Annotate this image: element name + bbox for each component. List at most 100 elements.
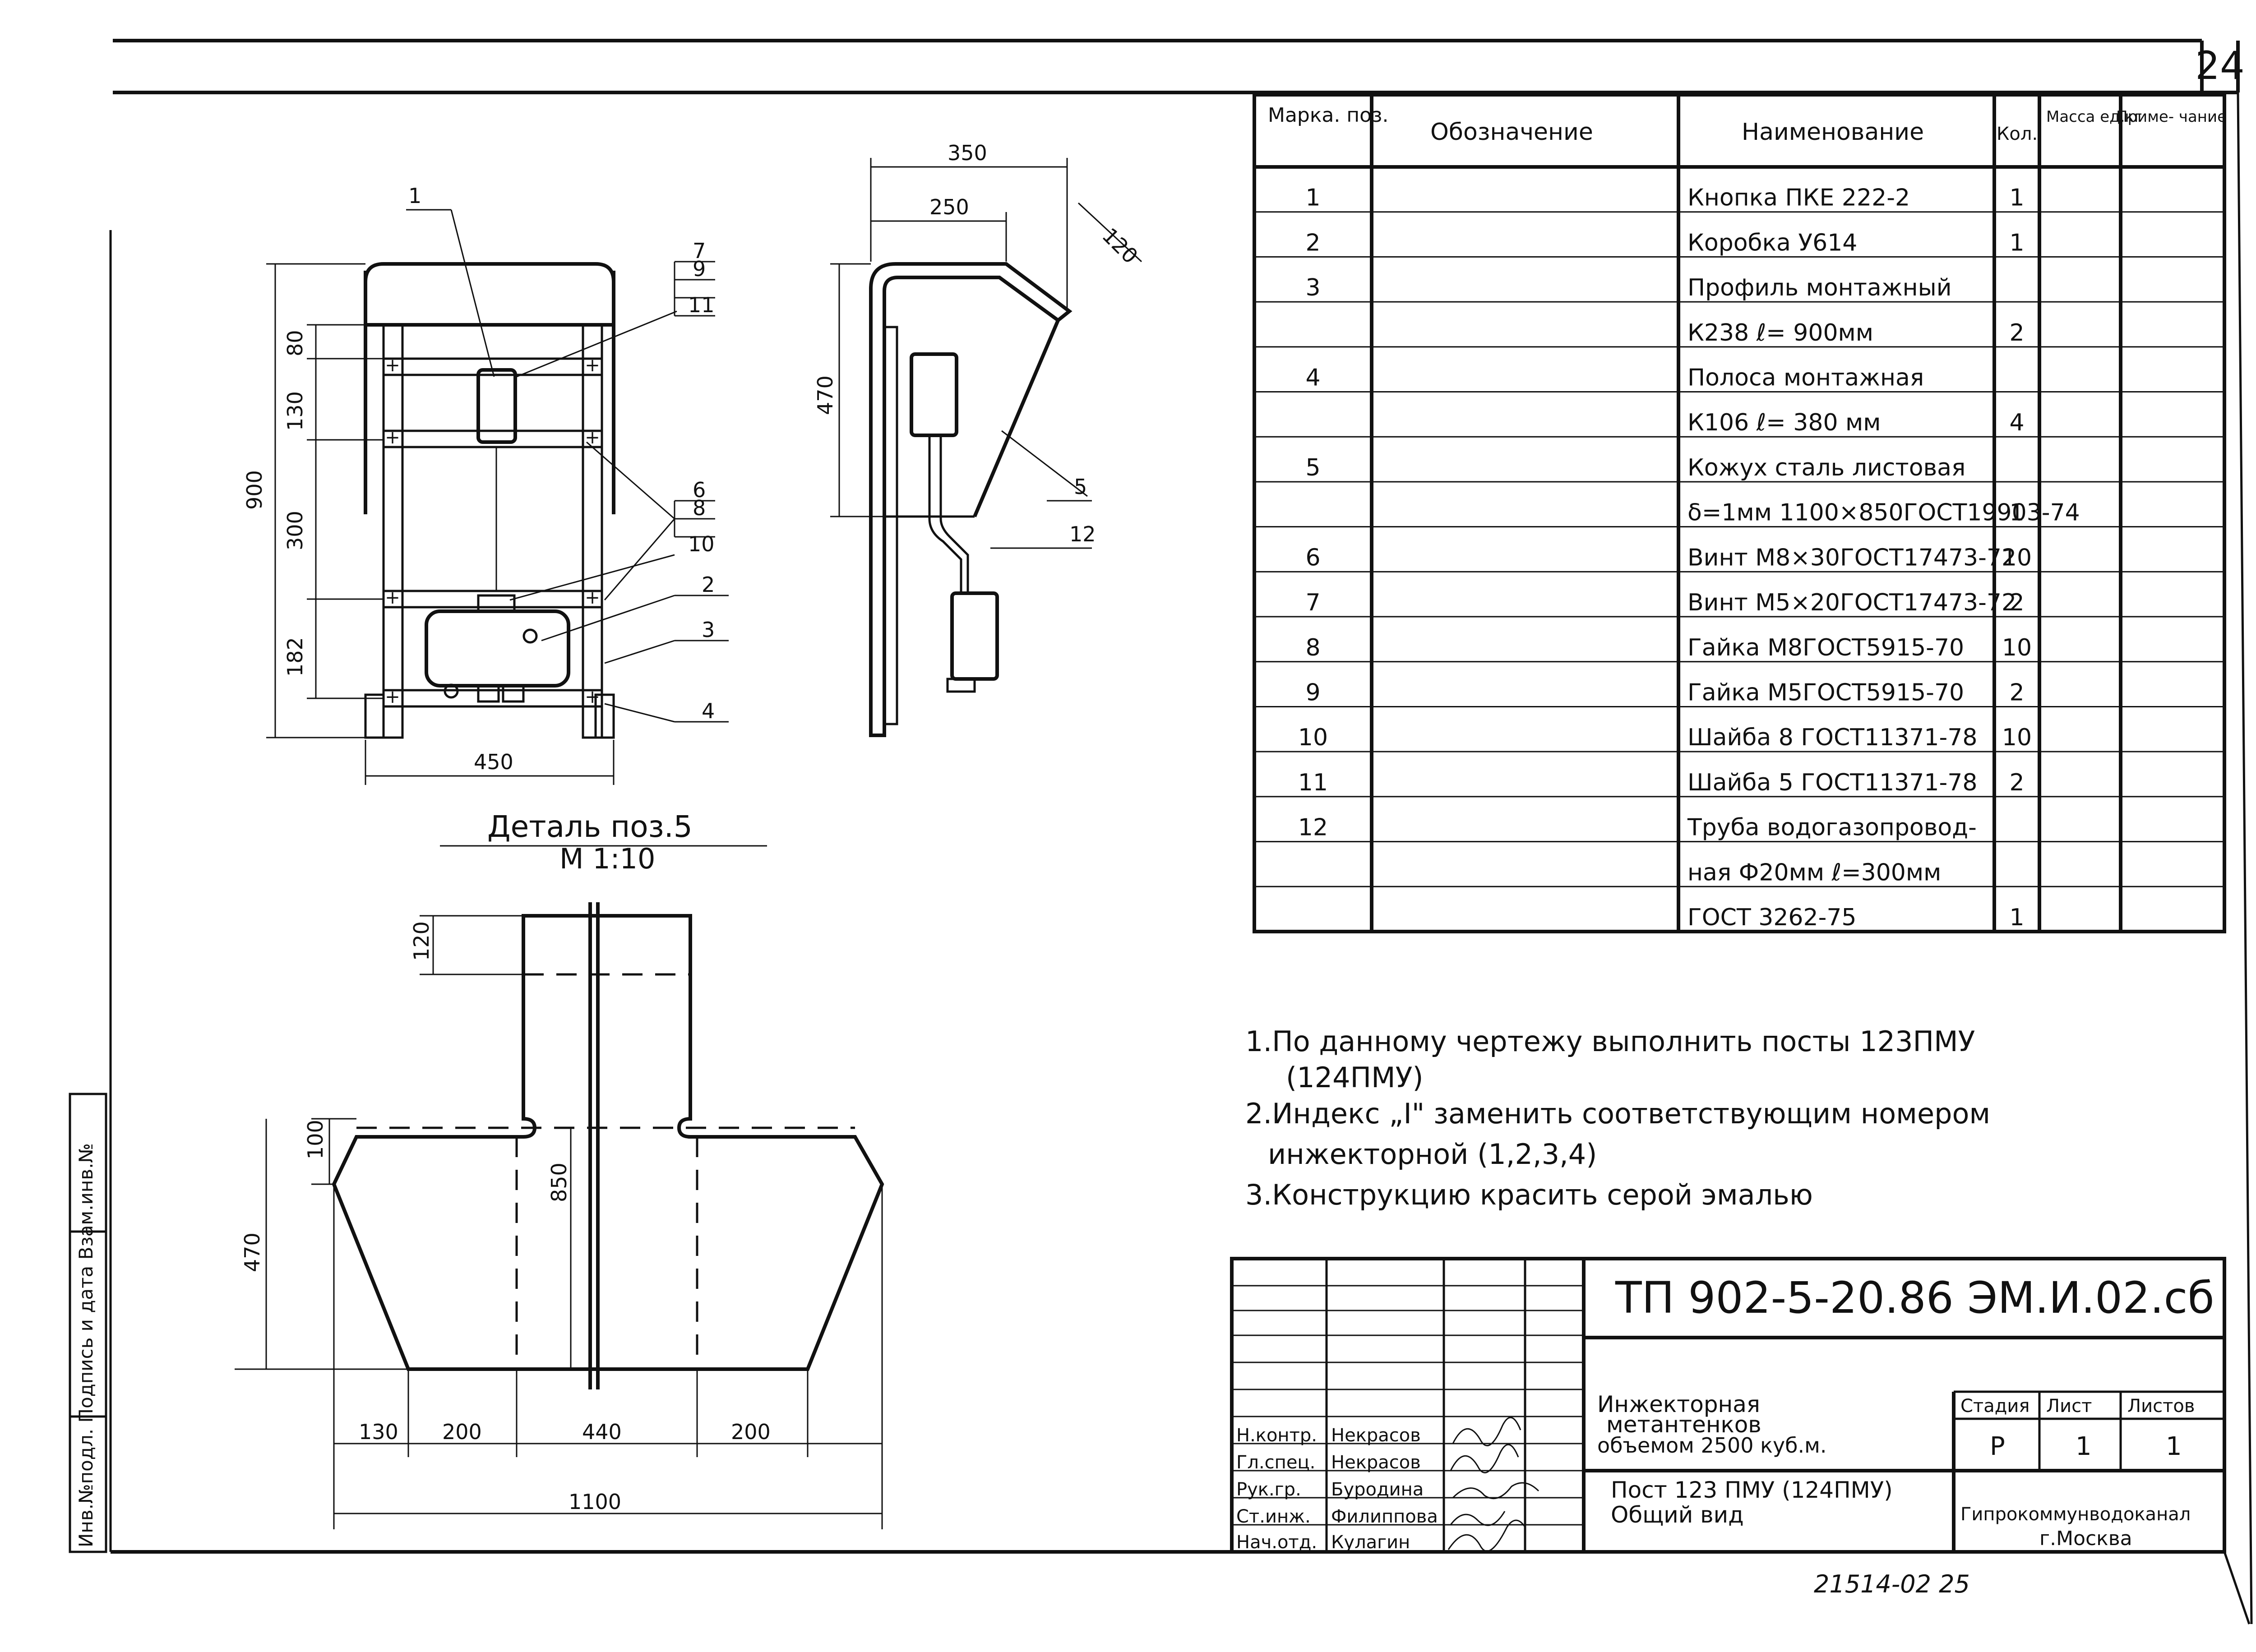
header-note: Приме- чание xyxy=(2116,108,2227,126)
sheet-number: 24 xyxy=(2195,43,2244,88)
callout-7: 7 xyxy=(693,239,706,263)
callout-11: 11 xyxy=(688,293,715,317)
sheet-title-1: Пост 123 ПМУ (124ПМУ) xyxy=(1611,1477,1893,1503)
detail-title: Деталь поз.5 xyxy=(487,809,693,844)
front-view: ++ ++ ++ ++ xyxy=(266,209,729,785)
row-qty: 4 xyxy=(2009,409,2024,436)
callout-2: 2 xyxy=(702,572,715,597)
detail-dim-200a: 200 xyxy=(442,1420,482,1444)
callout-12: 12 xyxy=(1069,522,1096,546)
dim-470-side: 470 xyxy=(813,375,837,415)
note-1b: (124ПМУ) xyxy=(1286,1061,1424,1094)
detail-dim-130: 130 xyxy=(359,1420,398,1444)
row-name: К238 ℓ= 900мм xyxy=(1687,319,1873,346)
detail-labels: Деталь поз.5 М 1:10 120 100 470 850 130 … xyxy=(240,809,771,1514)
row-pos: 5 xyxy=(1305,454,1320,481)
row-pos: 1 xyxy=(1305,185,1320,212)
dim-350: 350 xyxy=(948,141,987,165)
row-qty: 1 xyxy=(2009,185,2024,212)
stage-value: Р xyxy=(1990,1432,2005,1461)
row-name: Полоса монтажная xyxy=(1687,365,1924,392)
row-name: Шайба 5 ГОСТ11371-78 xyxy=(1687,769,1977,796)
row-qty: 10 xyxy=(2002,724,2032,751)
svg-text:+: + xyxy=(585,355,600,376)
svg-text:+: + xyxy=(585,587,600,608)
dim-80: 80 xyxy=(283,330,307,356)
header-qty: Кол. xyxy=(1997,124,2038,144)
callout-10: 10 xyxy=(688,532,715,556)
row-name: Кожух сталь листовая xyxy=(1687,454,1965,481)
note-1: 1.По данному чертежу выполнить посты 123… xyxy=(1245,1025,1975,1058)
front-view-labels: 80 130 300 182 900 450 1 7 9 11 6 8 10 2… xyxy=(242,184,715,774)
sig-role-4: Ст.инж. xyxy=(1236,1506,1311,1527)
row-qty: 2 xyxy=(2009,769,2024,796)
row-name: ная Ф20мм ℓ=300мм xyxy=(1687,859,1941,886)
svg-text:+: + xyxy=(585,687,600,707)
row-name: Труба водогазопровод- xyxy=(1687,814,1977,841)
row-qty: 1 xyxy=(2009,229,2024,256)
sig-role-5: Нач.отд. xyxy=(1236,1532,1317,1553)
note-2b: инжекторной (1,2,3,4) xyxy=(1268,1138,1597,1171)
dim-900: 900 xyxy=(242,470,267,510)
dim-120: 120 xyxy=(1097,223,1142,268)
sheet-title-2: Общий вид xyxy=(1611,1502,1744,1528)
side-stamp-label: Инв.№подл. Подпись и дата Взам.инв.№ xyxy=(75,1143,97,1547)
spec-table xyxy=(1253,93,2226,933)
callout-4: 4 xyxy=(702,699,715,723)
header-mass: Масса ед.кг xyxy=(2046,108,2142,126)
note-3: 3.Конструкцию красить серой эмалью xyxy=(1245,1178,1813,1211)
header-pos: Марка. поз. xyxy=(1268,104,1388,127)
callout-6: 6 xyxy=(693,478,706,502)
row-pos: 8 xyxy=(1305,634,1320,661)
row-name: Винт М8×30ГОСТ17473-72 xyxy=(1687,544,2016,571)
side-view xyxy=(830,158,1142,737)
row-pos: 7 xyxy=(1305,589,1320,616)
title-block-text: ТП 902-5-20.86 ЭМ.И.02.сб Инжекторная ме… xyxy=(1236,1273,2214,1553)
row-pos: 6 xyxy=(1305,544,1320,571)
project-line-2: метантенков xyxy=(1606,1412,1761,1438)
row-name: Профиль монтажный xyxy=(1687,274,1951,301)
row-qty: 1 xyxy=(2009,904,2024,931)
sheets-value: 1 xyxy=(2166,1432,2182,1461)
dim-450: 450 xyxy=(474,750,513,774)
drawing-code: ТП 902-5-20.86 ЭМ.И.02.сб xyxy=(1615,1273,2214,1323)
org-city: г.Москва xyxy=(2039,1527,2132,1550)
dim-250: 250 xyxy=(929,195,969,219)
sheets-header: Листов xyxy=(2127,1396,2195,1417)
sig-name-2: Некрасов xyxy=(1331,1452,1421,1473)
callout-5: 5 xyxy=(1074,475,1087,499)
row-pos: 11 xyxy=(1298,769,1328,796)
dim-182: 182 xyxy=(283,637,307,677)
header-name: Наименование xyxy=(1742,119,1924,146)
row-name: Гайка М8ГОСТ5915-70 xyxy=(1687,634,1964,661)
row-name: Винт М5×20ГОСТ17473-72 xyxy=(1687,589,2016,616)
row-name: Шайба 8 ГОСТ11371-78 xyxy=(1687,724,1977,751)
sig-role-2: Гл.спец. xyxy=(1236,1452,1315,1473)
row-pos: 3 xyxy=(1305,274,1320,301)
callout-9: 9 xyxy=(693,257,706,281)
dim-130: 130 xyxy=(283,391,307,431)
table-headers: Марка. поз. Обозначение Наименование Кол… xyxy=(1268,104,2227,146)
row-name: Гайка М5ГОСТ5915-70 xyxy=(1687,679,1964,706)
detail-dim-1100: 1100 xyxy=(569,1490,621,1514)
title-block xyxy=(1230,1257,2226,1554)
sig-name-3: Буродина xyxy=(1331,1479,1424,1500)
project-line-3: объемом 2500 куб.м. xyxy=(1597,1433,1827,1458)
row-qty: 1 xyxy=(2009,499,2024,526)
svg-text:+: + xyxy=(385,687,400,707)
row-pos: 9 xyxy=(1305,679,1320,706)
notes: 1.По данному чертежу выполнить посты 123… xyxy=(1245,1025,1990,1211)
side-view-labels: 350 250 120 470 5 12 xyxy=(813,141,1142,546)
sheet-value: 1 xyxy=(2076,1432,2092,1461)
row-name: ГОСТ 3262-75 xyxy=(1687,904,1857,931)
sheet-header: Лист xyxy=(2046,1396,2092,1417)
frame xyxy=(109,39,2253,1624)
sig-role-3: Рук.гр. xyxy=(1236,1479,1301,1500)
svg-text:+: + xyxy=(585,427,600,448)
org-name: Гипрокоммунводоканал xyxy=(1960,1504,2191,1525)
row-qty: 10 xyxy=(2002,634,2032,661)
detail-dim-100: 100 xyxy=(303,1120,328,1159)
